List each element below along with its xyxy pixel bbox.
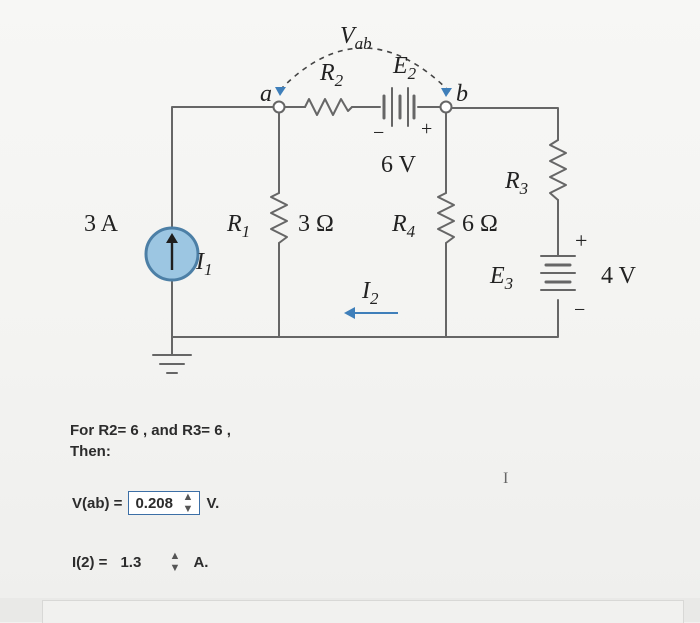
question-line-1: For R2= 6 , and R3= 6 , — [70, 422, 231, 439]
i2-arrowhead — [344, 307, 355, 319]
wire-top-left — [171, 106, 280, 228]
node-b-label: b — [456, 81, 468, 107]
spinner-arrows-icon[interactable]: ▲▼ — [182, 491, 194, 515]
r2-label: R2 — [319, 60, 344, 90]
i2-unit: A. — [193, 553, 209, 571]
i2-label: I2 — [361, 278, 379, 308]
vab-label: Vab — [340, 23, 372, 53]
vab-value: 0.208 — [135, 494, 173, 512]
vab-label-text: V(ab) = — [72, 494, 123, 512]
r4-value: 6 Ω — [462, 211, 498, 237]
resistor-r1 — [270, 192, 288, 244]
i1-label: I1 — [195, 249, 213, 279]
e2-minus-sign: − — [373, 122, 384, 144]
resistor-r3 — [549, 139, 567, 201]
spinner-arrows-icon[interactable]: ▲▼ — [169, 550, 181, 574]
node-b-terminal — [439, 100, 453, 114]
r3-label: R3 — [504, 168, 528, 198]
wire-e3-bottom — [171, 299, 559, 338]
i2-spinner[interactable]: 1.3 ▲▼ — [113, 550, 187, 574]
i2-value: 1.3 — [120, 553, 142, 571]
resistor-r2 — [304, 98, 353, 116]
question-line-2: Then: — [70, 443, 111, 460]
resistor-r4 — [437, 192, 455, 244]
current-source-arrow — [166, 233, 178, 243]
r1-label: R1 — [226, 211, 250, 241]
e3-label: E3 — [489, 263, 513, 293]
circuit-diagram: Vab R2 E2 a b − + 6 V R3 3 A R1 3 Ω R4 6… — [84, 23, 637, 374]
r4-label: R4 — [391, 211, 416, 241]
vab-spinner[interactable]: 0.208 ▲▼ — [128, 491, 201, 515]
node-a-label: a — [260, 81, 272, 107]
vab-unit: V. — [206, 494, 220, 512]
source-value: 3 A — [84, 211, 119, 237]
e3-value: 4 V — [601, 263, 637, 289]
e3-minus-sign: − — [574, 299, 585, 321]
ground-symbol — [152, 354, 192, 374]
text-cursor-icon: I — [503, 470, 509, 487]
next-section-box — [42, 600, 684, 623]
question-panel — [0, 0, 700, 600]
e2-plus-sign: + — [421, 118, 432, 140]
i2-label-text: I(2) = — [72, 553, 108, 571]
e2-label: E2 — [392, 53, 417, 83]
node-b-arrowhead — [441, 88, 452, 97]
node-a-terminal — [272, 100, 286, 114]
e2-value: 6 V — [381, 152, 417, 178]
wire-top-b-r3 — [450, 107, 559, 141]
i2-answer-row: I(2) = 1.3 ▲▼ A. — [72, 550, 208, 574]
e3-plus-sign: + — [575, 228, 587, 253]
node-a-arrowhead — [275, 87, 286, 96]
vab-dashed-arc — [279, 47, 451, 93]
vab-answer-row: V(ab) = 0.208 ▲▼ V. — [72, 491, 219, 515]
question-text: For R2= 6 , and R3= 6 , Then: — [70, 420, 231, 462]
r1-value: 3 Ω — [298, 211, 334, 237]
